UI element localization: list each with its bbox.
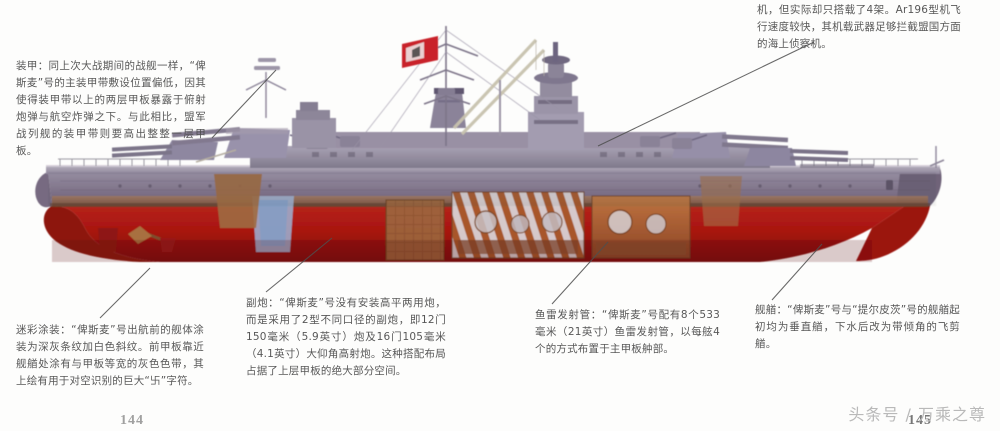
propeller — [128, 226, 152, 244]
crane-cables — [535, 40, 545, 76]
deckhouse-main — [250, 146, 770, 168]
folio-page-number-left: 144 — [120, 413, 144, 428]
annotation-camouflage: 迷彩涂装：“俾斯麦”号出航前的舰体涂装为深灰条纹加白色斜纹。前甲板靠近舰艏处涂有… — [16, 324, 204, 387]
aircraft-crane — [452, 38, 546, 136]
stern-crane — [195, 149, 237, 163]
main-deck — [46, 166, 940, 174]
mast-top-platform — [438, 88, 455, 95]
conning-tower — [528, 42, 584, 150]
annotation-aircraft: 机，但实际却只搭载了4架。Ar196型机飞行速度较快，其机载武器足够拦截盟国方面… — [757, 4, 961, 50]
bridge-windows — [534, 100, 578, 124]
folio-page-number-right: 145 — [908, 413, 932, 428]
watermark: 头条号 / 万乘之尊 — [848, 405, 986, 424]
annotation-torpedo-tubes: 鱼雷发射管：“俾斯麦”号配有8个533毫米（21英寸）鱼雷发射管，以每舷4个的方… — [535, 309, 720, 355]
underwater-shading — [52, 240, 872, 262]
compartment-cutaway-blue-inner — [258, 200, 288, 246]
aft-mast — [245, 72, 287, 118]
bow-underwater — [856, 206, 930, 261]
deck-identification-band — [800, 164, 874, 168]
main-gun-turret-forward-b — [744, 148, 849, 166]
annotation-armor: 装甲：同上次大战期间的战舰一样，“俾斯麦”号的主装甲带敷设位置偏低，因其使得装甲… — [16, 60, 206, 157]
aft-superstructure — [292, 102, 336, 148]
annotation-secondary-guns: 副炮：“俾斯麦”号没有安装高平两用炮，而是采用了2型不同口径的副炮，即12门15… — [246, 297, 446, 377]
stern-side — [35, 172, 52, 208]
deckhouse-windows — [312, 152, 661, 157]
annotation-bow-form: 舰艏：“俾斯麦”号与“提尔皮茨”号的舰艏起初均为垂直艏，下水后改为带倾角的飞剪艏… — [755, 304, 960, 350]
radar-antenna — [254, 58, 280, 70]
hull-shading — [48, 172, 936, 206]
mast-rigging — [351, 29, 561, 151]
kriegsmarine-flag — [402, 36, 438, 68]
